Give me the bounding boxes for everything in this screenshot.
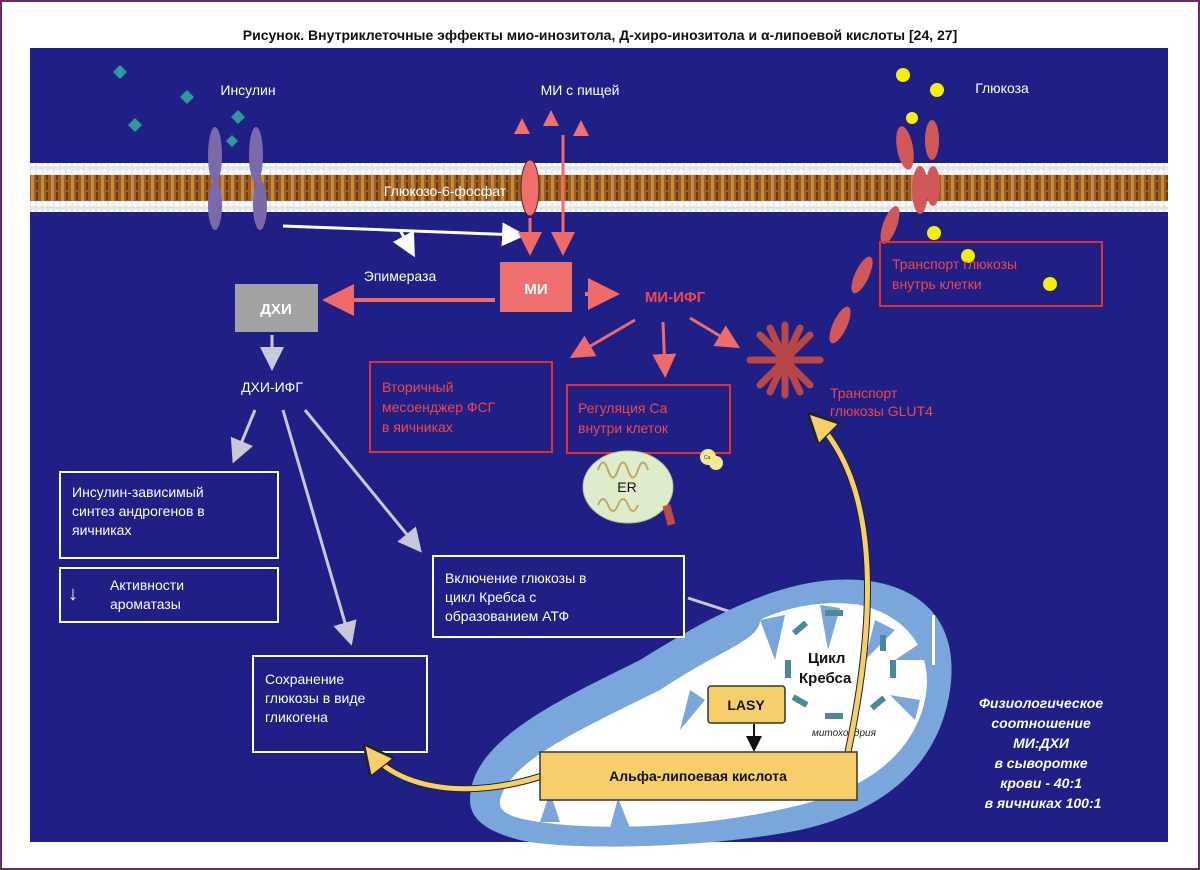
mi-ipg-label: МИ-ИФГ	[645, 289, 706, 306]
ala-to-glut4-arrow	[815, 420, 870, 753]
lasy-label: LASY	[727, 697, 765, 713]
insulin-molecules	[113, 65, 245, 147]
er-label: ER	[617, 479, 636, 495]
ala-box	[539, 751, 858, 801]
ca-label: Ca	[704, 455, 711, 461]
mi-transporter	[520, 159, 540, 217]
glucose-molecules	[896, 68, 1057, 291]
ratio-note: Физиологическое соотношение МИ:ДХИ в сыв…	[979, 695, 1107, 811]
ala-label: Альфа-липоевая кислота	[609, 768, 787, 784]
insulin-receptor	[208, 127, 267, 230]
lasy-box	[707, 685, 786, 724]
dci-ipg-label: ДХИ-ИФГ	[241, 379, 303, 395]
insulin-label: Инсулин	[220, 82, 275, 98]
dci-box	[235, 284, 318, 332]
mi-label: МИ	[524, 281, 547, 298]
down-arrow-icon: ↓	[68, 583, 78, 605]
mi-box	[500, 262, 572, 312]
glucose-label: Глюкоза	[975, 80, 1029, 96]
ala-to-glycogen-arrow	[370, 752, 546, 792]
mi-molecules	[514, 110, 589, 136]
endoplasmic-reticulum: Ca	[582, 449, 723, 526]
glucose-transporters	[829, 120, 940, 344]
epimerase-label: Эпимераза	[364, 268, 437, 284]
glut4-star	[746, 321, 824, 399]
figure-title: Рисунок. Внутриклеточные эффекты мио-ино…	[243, 27, 958, 43]
mitochondria-label: митохондрия	[812, 728, 877, 739]
cell-membrane	[30, 163, 1168, 212]
g6p-label: Глюкозо-6-фосфат	[384, 183, 507, 199]
mi-food-label: МИ с пищей	[541, 82, 620, 98]
dci-label: ДХИ	[260, 301, 291, 318]
